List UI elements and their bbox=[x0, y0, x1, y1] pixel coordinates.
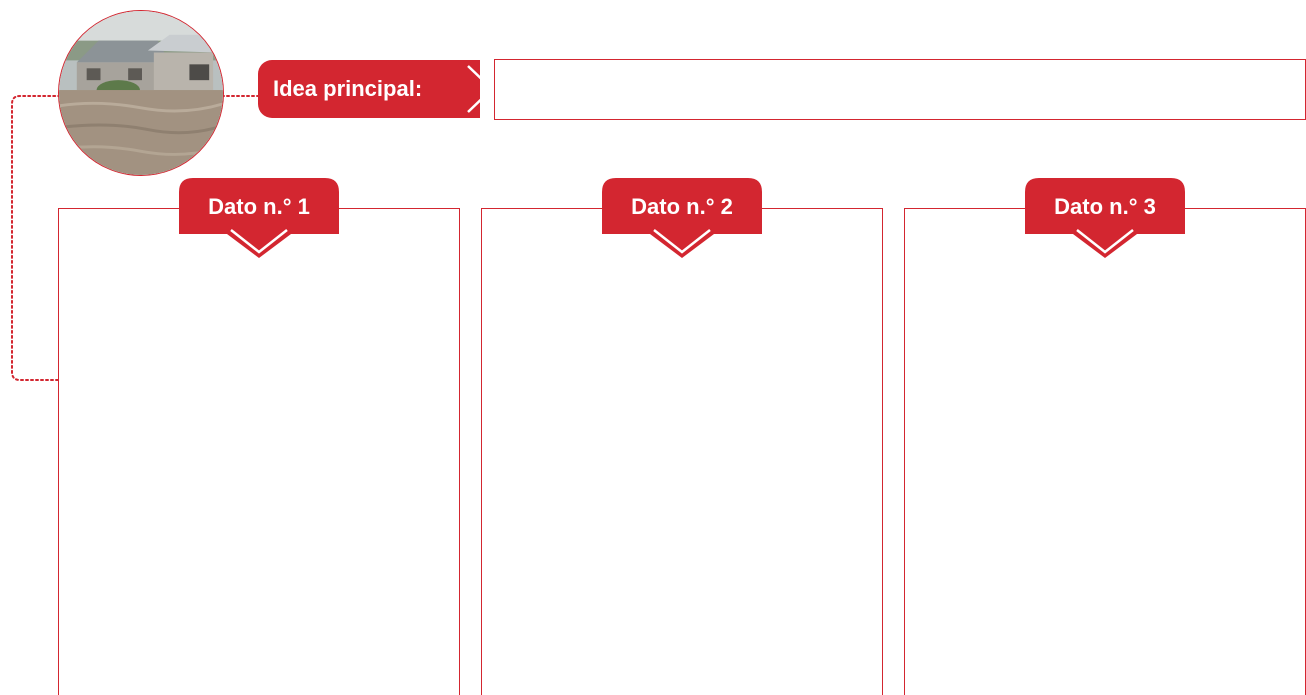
fact-3-answer-box[interactable] bbox=[904, 208, 1306, 695]
tab-pointer-icon bbox=[602, 178, 762, 258]
fact-2-label: Dato n.° 2 bbox=[631, 194, 733, 219]
fact-2-tab: Dato n.° 2 bbox=[602, 178, 762, 258]
fact-1-answer-box[interactable] bbox=[58, 208, 460, 695]
fact-3-label: Dato n.° 3 bbox=[1054, 194, 1156, 219]
fact-2-answer-box[interactable] bbox=[481, 208, 883, 695]
fact-3-tab: Dato n.° 3 bbox=[1025, 178, 1185, 258]
fact-1-label: Dato n.° 1 bbox=[208, 194, 310, 219]
flood-photo-image bbox=[59, 11, 223, 175]
flood-photo bbox=[58, 10, 224, 176]
main-idea-answer-box[interactable] bbox=[494, 59, 1306, 120]
tab-pointer-icon bbox=[1025, 178, 1185, 258]
arrow-notch-icon bbox=[467, 60, 480, 118]
tab-pointer-icon bbox=[179, 178, 339, 258]
main-idea-label: Idea principal: bbox=[258, 60, 480, 118]
fact-1-tab: Dato n.° 1 bbox=[179, 178, 339, 258]
main-idea-label-text: Idea principal: bbox=[273, 76, 423, 101]
